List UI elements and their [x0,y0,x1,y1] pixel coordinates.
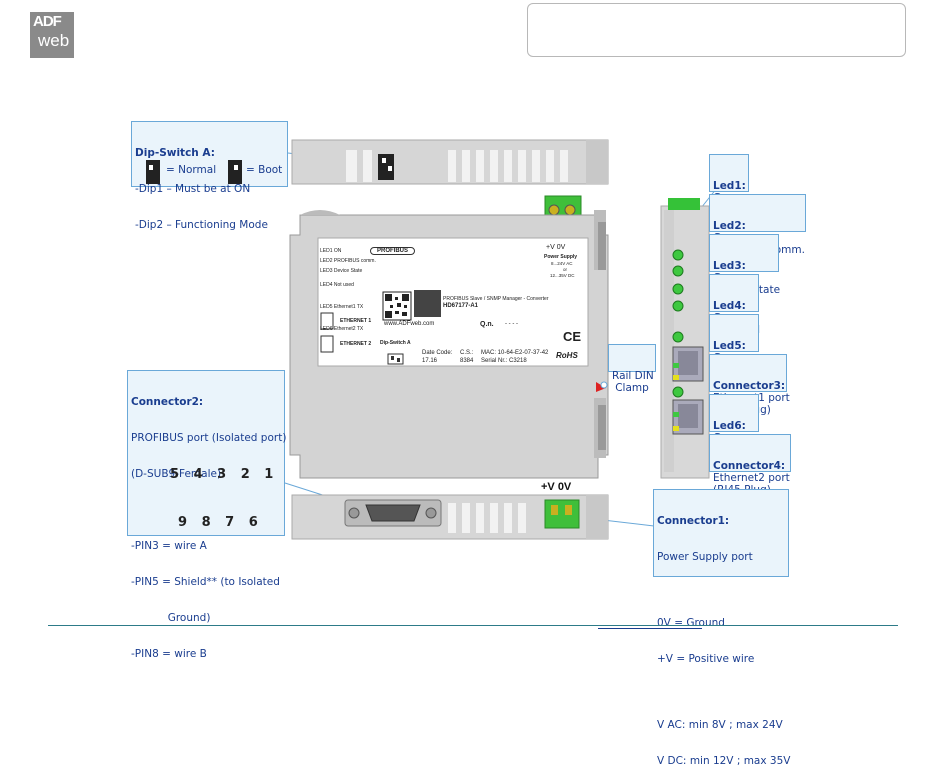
device-led-label: LED1 ON [320,248,342,254]
connector2-callout: Connector2: PROFIBUS port (Isolated port… [127,370,287,660]
side-view [660,198,710,479]
led1-callout: Led1:GreenON [709,154,749,216]
led6-title: Led6: [713,420,746,432]
dip-switch-a-line: -Dip2 – Functioning Mode [135,219,268,231]
rail-din-line1: Rail DIN [612,370,654,382]
device-led-label: LED3 Device State [320,268,363,274]
power-label-top: +V 0V [546,244,566,251]
top-view [291,139,609,185]
led5-title: Led5: [713,340,746,352]
connector1-spacer [657,587,785,593]
connector3-title: Connector3: [713,380,786,392]
led5-callout: Led5:GreenNot used [709,314,760,376]
connector3-callout: Connector3:Ethernet1 port(RJ45 Plug) [709,354,790,416]
device-led-label: LED2 PROFIBUS comm. [320,258,376,264]
qn-label: Q.n. [480,321,494,328]
connector4-line1: Ethernet2 port [713,472,790,484]
serial-number: Serial Nr.: C3218 [481,358,527,364]
device-url: www.ADFweb.com [384,321,435,327]
db9-pins-bottom: 9 8 7 6 [178,515,263,530]
connector1-callout: Connector1: Power Supply port 0V = Groun… [653,489,790,767]
qr-code [382,291,412,321]
connector1-title: Connector1: [657,515,730,527]
rail-din-line2: Clamp [615,382,649,394]
footer-divider [48,625,898,626]
power-dc: 12...35V DC [550,273,575,278]
device-led-labels: LED1 ON LED2 PROFIBUS comm. LED3 Device … [320,246,376,334]
date-code-label: Date Code: [422,350,453,356]
device-led-label: LED4 Not used [320,282,354,288]
device-label-plate [317,237,589,367]
eth1-label: ETHERNET 1 [340,318,372,324]
led3-title: Led3: [713,260,746,272]
qn-value: - - - - [505,321,518,327]
connector1-line: V AC: min 8V ; max 24V [657,719,783,731]
connector2-line: Ground) [131,612,211,624]
mac-address: MAC: 10-64-E2-07-37-42 [481,350,549,356]
product-code: HD67177-A1 [443,303,479,309]
dip-switch-a-line: -Dip1 – Must be at ON [135,183,251,195]
connector2-line: -PIN5 = Shield** (to Isolated [131,576,280,588]
dip-boot-label: = Boot [246,164,283,176]
dip-normal-icon [146,160,160,184]
logo-text-web: web [38,31,70,50]
header-title-box [527,3,906,57]
led4-callout: Led4:GreenNot used [709,274,760,336]
connector4-callout: Connector4:Ethernet2 port(RJ45 Plug) [709,434,791,496]
led1-title: Led1: [713,180,746,192]
logo-text-adf: ADF [33,13,62,30]
footer-link-underline[interactable] [598,628,702,629]
connector1-spacer [657,689,785,695]
power-label-bottom: +V 0V [541,481,572,493]
cs-label: C.S.: [460,350,474,356]
bottom-view [291,494,609,540]
dip-switch-a-title: Dip-Switch A: [135,147,215,159]
connector1-line: V DC: min 12V ; max 35V [657,755,791,767]
device-front [289,210,609,479]
led2-title: Led2: [713,220,746,232]
product-description: PROFIBUS Slave / SNMP Manager - Converte… [443,296,549,302]
adfweb-mini-logo [414,290,441,317]
connector2-line: (D-SUB9-Female) [131,468,222,480]
led4-title: Led4: [713,300,746,312]
dip-switch-label: Dip-Switch A [380,340,411,346]
dip-boot-icon [228,160,242,184]
rohs-mark: RoHS [556,351,578,360]
profibus-tag: PROFIBUS [370,247,416,255]
connector1-line: 0V = Ground [657,617,725,629]
power-ac: 8...24V AC [551,261,573,266]
connector1-line: +V = Positive wire [657,653,755,665]
led2-callout: Led2:GreenPROFIBUS comm. [709,194,806,256]
connector2-line: -PIN8 = wire B [131,648,207,660]
power-supply-caption: Power Supply [544,254,578,260]
led3-callout: Led3:GreenDevice State [709,234,780,296]
connector2-line: PROFIBUS port (Isolated port) [131,432,287,444]
dip-normal-label: = Normal [166,164,217,176]
ce-mark: CE [563,329,582,344]
device-led-label: LED6 Ethernet2 TX [320,326,364,332]
connector2-line: -PIN3 = wire A [131,540,207,552]
adfweb-logo: ADF web [30,12,74,58]
connector2-title: Connector2: [131,396,204,408]
device-led-label: LED5 Ethernet1 TX [320,304,364,310]
connector1-line: Power Supply port [657,551,753,563]
power-or: or [563,267,568,272]
cs-value: 8384 [460,358,474,364]
date-code-value: 17.16 [422,358,438,364]
led6-callout: Led6:GreenNot used [709,394,760,456]
db9-pins-top: 5 4 3 2 1 [170,467,279,482]
eth2-label: ETHERNET 2 [340,341,372,347]
connector4-title: Connector4: [713,460,786,472]
